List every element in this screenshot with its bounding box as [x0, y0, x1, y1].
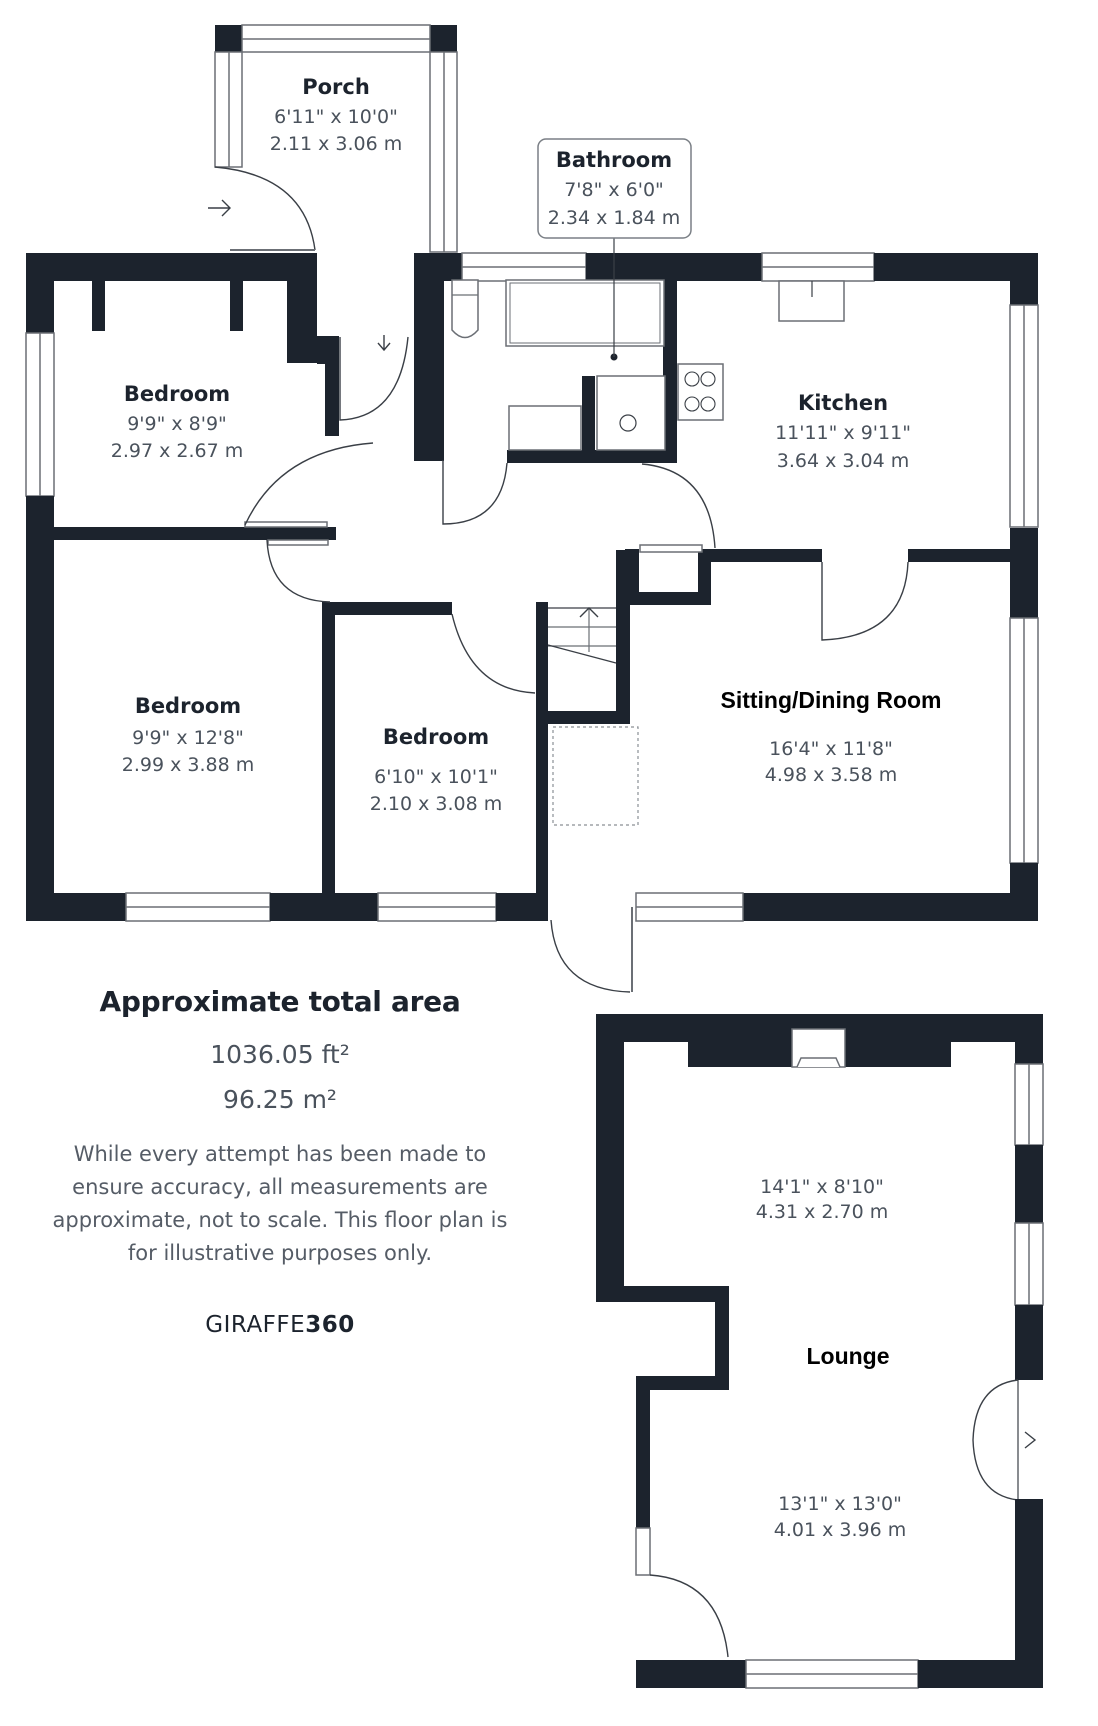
room-dim-metric: 3.64 x 3.04 m: [777, 450, 909, 472]
room-dim-imperial-upper: 14'1" x 8'10": [760, 1176, 884, 1198]
room-dim-metric: 2.97 x 2.67 m: [111, 440, 243, 462]
room-dim-metric: 2.10 x 3.08 m: [370, 793, 502, 815]
room-dim-metric-upper: 4.31 x 2.70 m: [756, 1201, 888, 1223]
room-name: Bedroom: [383, 725, 489, 749]
room-porch: Porch 6'11" x 10'0" 2.11 x 3.06 m: [270, 75, 402, 155]
porch-area: [208, 24, 458, 253]
room-lounge: 14'1" x 8'10" 4.31 x 2.70 m Lounge 13'1"…: [756, 1176, 906, 1541]
room-dim-imperial: 11'11" x 9'11": [775, 422, 911, 444]
brand-bold: 360: [305, 1312, 355, 1338]
room-name: Porch: [302, 75, 370, 99]
area-summary: Approximate total area 1036.05 ft² 96.25…: [40, 985, 520, 1338]
area-imperial: 1036.05 ft²: [210, 1040, 350, 1069]
bathroom-label-box: [537, 138, 692, 239]
room-dim-metric: 4.98 x 3.58 m: [765, 764, 897, 786]
room-bedroom-3: Bedroom 6'10" x 10'1" 2.10 x 3.08 m: [370, 725, 502, 815]
door-swings: [244, 335, 909, 694]
room-dim-imperial: 16'4" x 11'8": [769, 738, 893, 760]
room-name: Lounge: [806, 1343, 889, 1369]
lounge-walls: [596, 1014, 1044, 1689]
room-bedroom-2: Bedroom 9'9" x 12'8" 2.99 x 3.88 m: [122, 694, 254, 776]
room-bathroom: Bathroom 7'8" x 6'0" 2.34 x 1.84 m: [548, 148, 680, 229]
room-dim-metric: 2.11 x 3.06 m: [270, 133, 402, 155]
room-dim-imperial-lower: 13'1" x 13'0": [778, 1493, 902, 1515]
room-name: Sitting/Dining Room: [720, 687, 941, 713]
bath-kitchen-walls: [414, 228, 1039, 562]
room-dim-imperial: 9'9" x 8'9": [127, 413, 227, 435]
main-walls: [25, 253, 1039, 993]
room-kitchen: Kitchen 11'11" x 9'11" 3.64 x 3.04 m: [775, 391, 911, 472]
room-dim-metric: 2.99 x 3.88 m: [122, 754, 254, 776]
room-dim-imperial: 6'10" x 10'1": [374, 766, 498, 788]
brand-logo: GIRAFFE360: [40, 1312, 520, 1338]
room-dim-metric-lower: 4.01 x 3.96 m: [774, 1519, 906, 1541]
room-dim-imperial: 9'9" x 12'8": [132, 727, 244, 749]
room-bedroom-1: Bedroom 9'9" x 8'9" 2.97 x 2.67 m: [111, 382, 243, 462]
brand-light: GIRAFFE: [205, 1312, 306, 1338]
area-title: Approximate total area: [99, 985, 461, 1018]
room-name: Bathroom: [556, 148, 672, 172]
room-dim-imperial: 7'8" x 6'0": [564, 179, 664, 201]
room-sitting-dining: Sitting/Dining Room 16'4" x 11'8" 4.98 x…: [720, 687, 941, 786]
area-metric: 96.25 m²: [223, 1085, 337, 1114]
room-dim-imperial: 6'11" x 10'0": [274, 106, 398, 128]
disclaimer-text: While every attempt has been made to ens…: [52, 1142, 508, 1265]
room-name: Bedroom: [124, 382, 230, 406]
room-dim-metric: 2.34 x 1.84 m: [548, 207, 680, 229]
room-name: Kitchen: [798, 391, 888, 415]
room-name: Bedroom: [135, 694, 241, 718]
